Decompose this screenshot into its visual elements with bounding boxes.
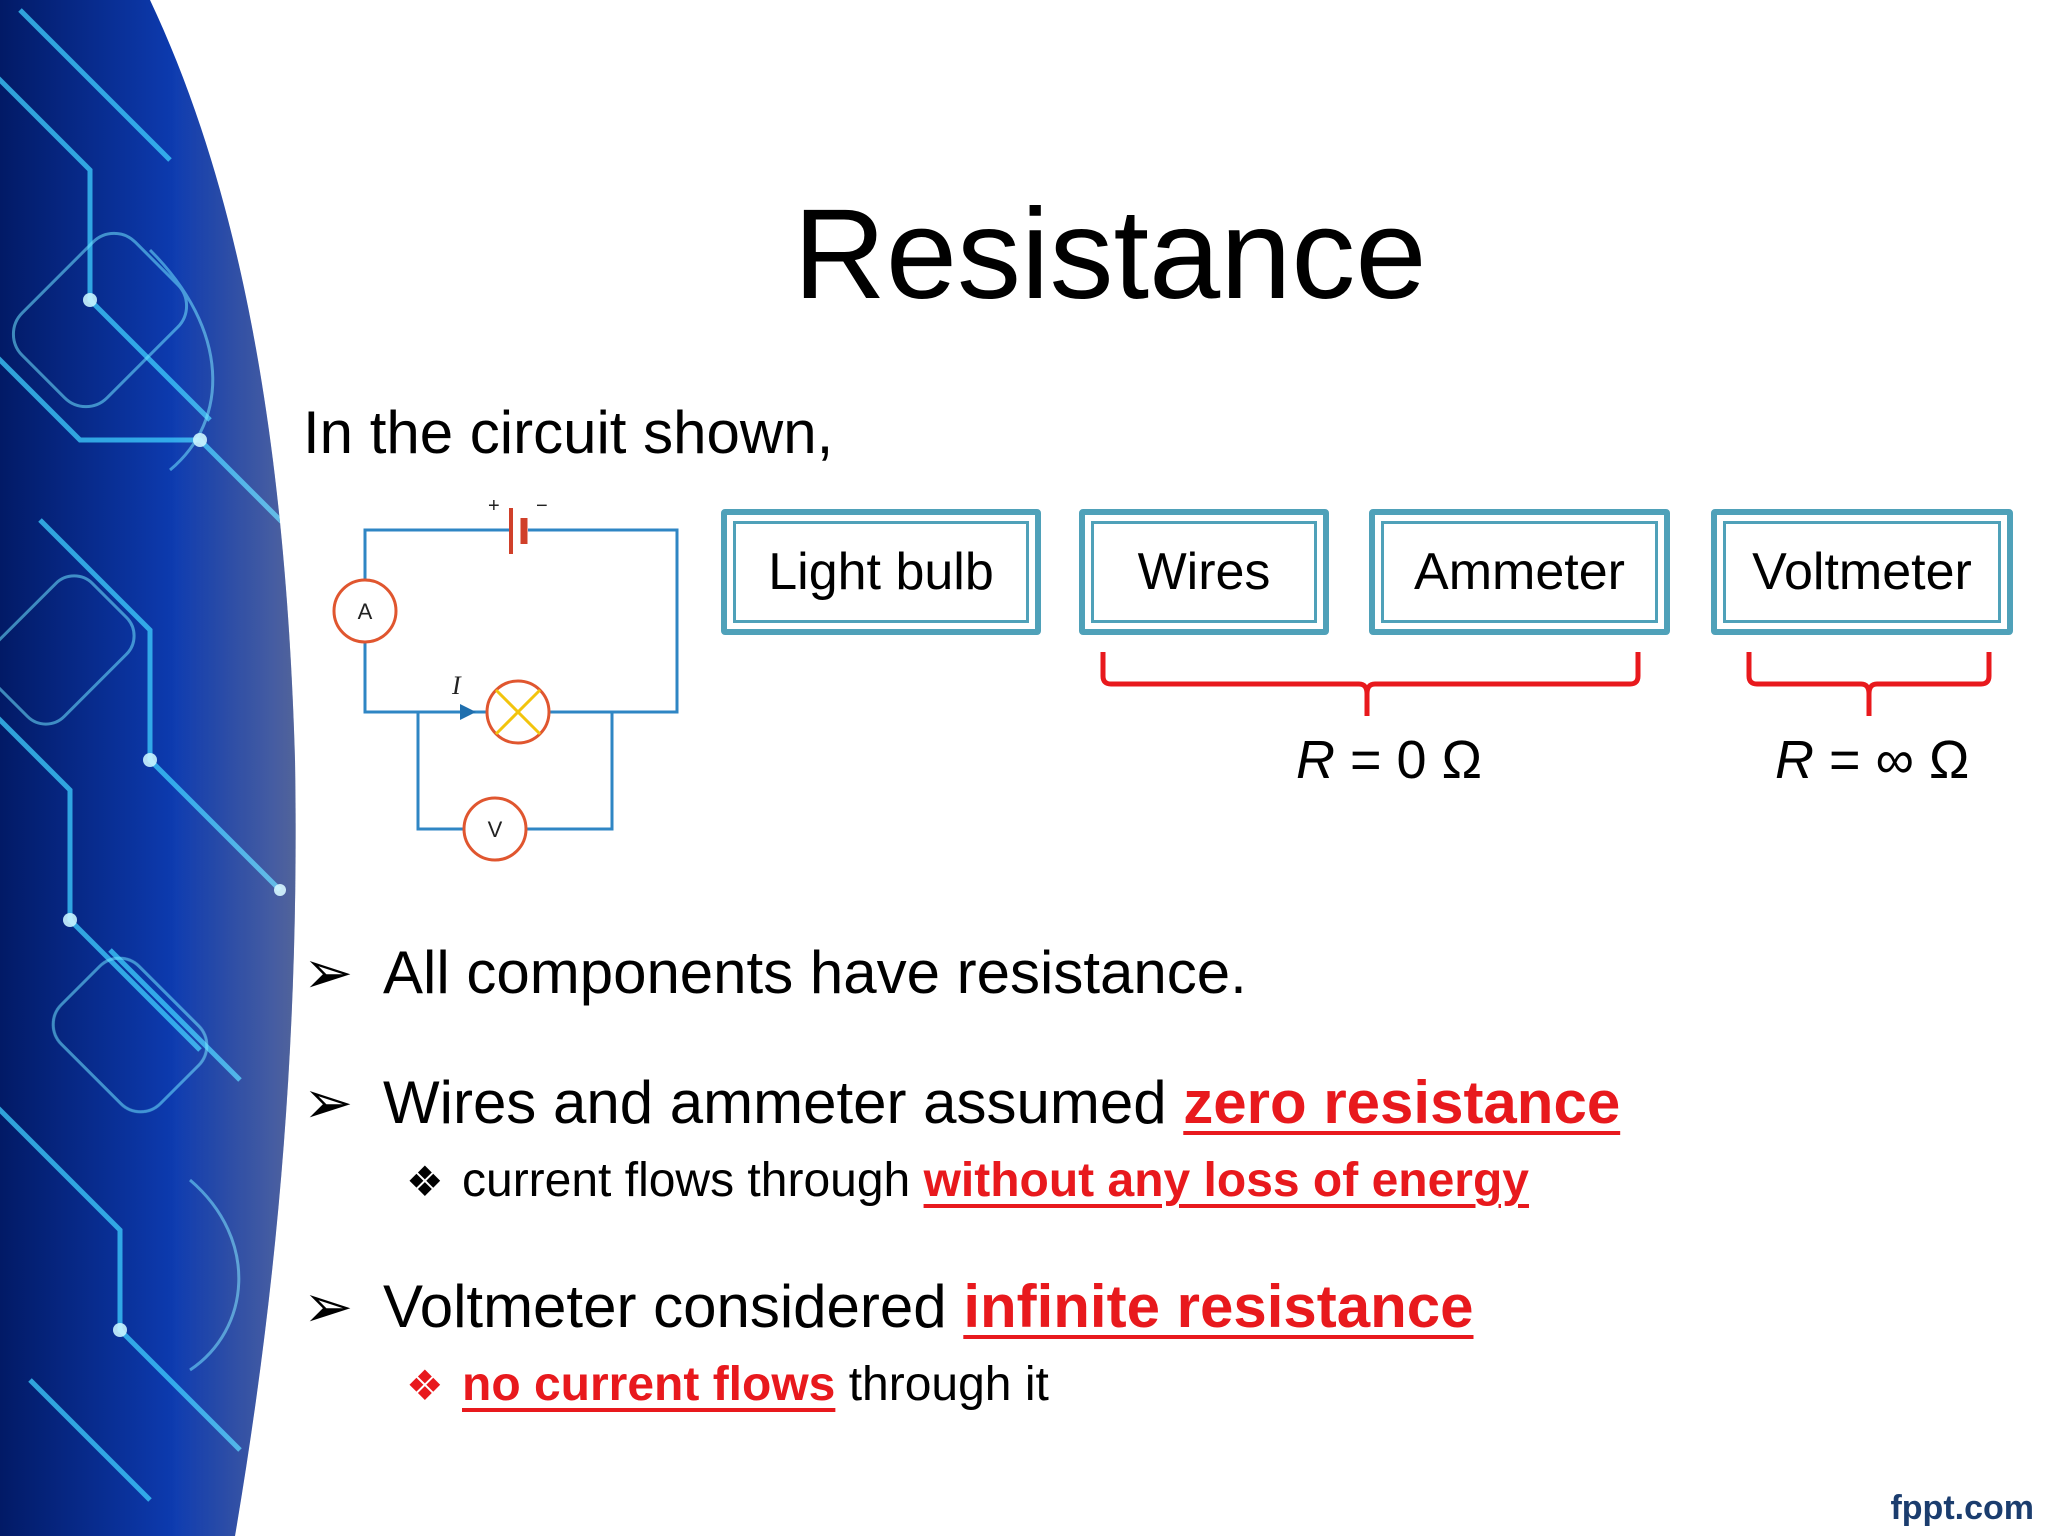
voltmeter-symbol: V <box>462 796 528 862</box>
zero-resistance-highlight: zero resistance <box>1183 1069 1621 1136</box>
voltmeter-label: V <box>488 817 503 842</box>
resistance-symbol-r-2: R <box>1775 730 1814 790</box>
zero-resistance-label: R = 0 Ω <box>1296 730 1482 790</box>
arrow-bullet-icon: ➢ <box>303 1069 354 1136</box>
footer-brand: fppt.com <box>1890 1489 2034 1527</box>
infinite-resistance-value: = ∞ Ω <box>1814 730 1970 790</box>
infinite-resistance-label: R = ∞ Ω <box>1775 730 1969 790</box>
light-bulb-box: Light bulb <box>721 509 1041 635</box>
voltmeter-box: Voltmeter <box>1711 509 2013 635</box>
no-loss-highlight: without any loss of energy <box>923 1154 1529 1207</box>
current-label: I <box>451 671 462 700</box>
lamp-symbol <box>485 679 551 745</box>
arrow-bullet-icon: ➢ <box>303 939 354 1006</box>
battery-symbol: + − <box>488 495 548 554</box>
no-current-highlight: no current flows <box>462 1358 836 1411</box>
circuit-diagram: + − A I V <box>332 495 679 862</box>
resistance-symbol-r: R <box>1296 730 1335 790</box>
ammeter-box-label: Ammeter <box>1381 521 1658 623</box>
zero-resistance-value: = 0 Ω <box>1335 730 1482 790</box>
bullet-voltmeter: ➢ Voltmeter considered infinite resistanc… <box>303 1272 1474 1342</box>
diamond-bullet-icon: ❖ <box>406 1362 444 1409</box>
battery-plus-label: + <box>488 495 500 517</box>
zero-resistance-brace <box>1100 652 1641 716</box>
bullet-all-components: ➢ All components have resistance. <box>303 938 1247 1008</box>
battery-minus-label: − <box>536 495 548 517</box>
bullet-text: Voltmeter considered <box>383 1273 964 1340</box>
arrow-bullet-icon: ➢ <box>303 1273 354 1340</box>
sub-bullet-no-current: ❖ no current flows through it <box>406 1356 1049 1415</box>
current-arrow-icon: I <box>438 671 476 720</box>
infinite-resistance-highlight: infinite resistance <box>963 1273 1474 1340</box>
sub-bullet-text: through it <box>835 1358 1049 1411</box>
light-bulb-label: Light bulb <box>733 521 1029 623</box>
bullet-wires-ammeter: ➢ Wires and ammeter assumed zero resistan… <box>303 1068 1620 1138</box>
sub-bullet-no-loss: ❖ current flows through without any loss … <box>406 1152 1529 1211</box>
infinite-resistance-brace <box>1746 652 1992 716</box>
diamond-bullet-icon: ❖ <box>406 1158 444 1205</box>
bullet-text: Wires and ammeter assumed <box>383 1069 1184 1136</box>
wires-label: Wires <box>1091 521 1317 623</box>
voltmeter-box-label: Voltmeter <box>1723 521 2001 623</box>
wires-box: Wires <box>1079 509 1329 635</box>
ammeter-symbol: A <box>332 578 398 644</box>
sub-bullet-text: current flows through <box>462 1154 924 1207</box>
slide-title: Resistance <box>793 183 1427 326</box>
ammeter-label: A <box>358 599 373 624</box>
bullet-text: All components have resistance. <box>383 939 1247 1006</box>
intro-text: In the circuit shown, <box>303 399 834 466</box>
ammeter-box: Ammeter <box>1369 509 1670 635</box>
